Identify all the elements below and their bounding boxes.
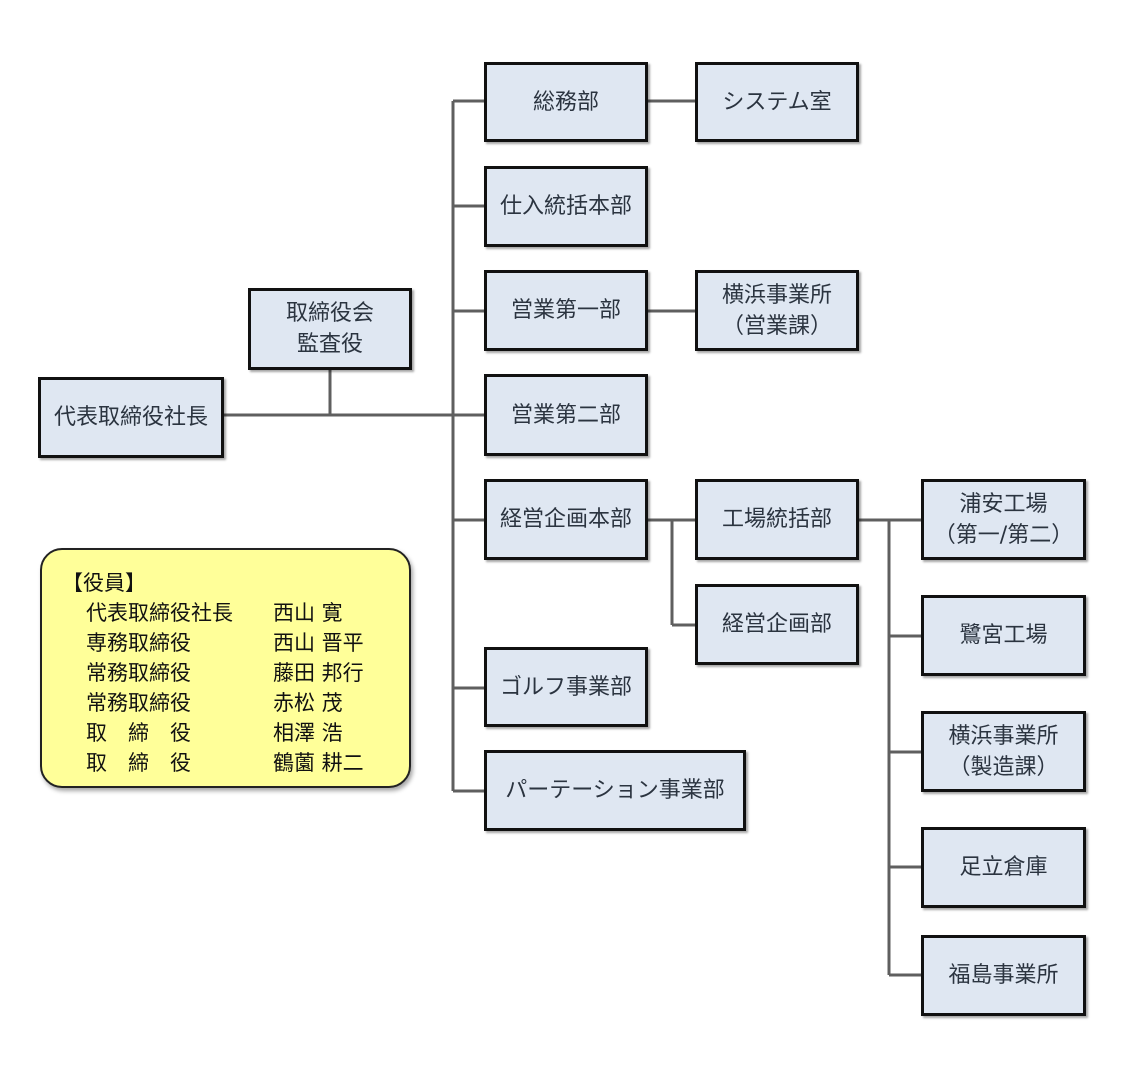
officer-row: 取 締 役 相澤 浩 bbox=[86, 718, 393, 748]
factory-control-label: 工場統括部 bbox=[721, 507, 832, 532]
management-planning-label: 経営企画部 bbox=[721, 612, 832, 637]
management-planning-hq-label: 経営企画本部 bbox=[499, 507, 632, 532]
urayasu-factory-line2: （第一/第二） bbox=[933, 522, 1074, 548]
officer-name: 赤松 茂 bbox=[273, 691, 343, 715]
yokohama-manufacturing-box: 横浜事業所 （製造課） bbox=[921, 711, 1086, 792]
officer-name: 鶴薗 耕二 bbox=[273, 751, 364, 775]
officer-row: 代表取締役社長 西山 寛 bbox=[86, 598, 393, 628]
system-room-box: システム室 bbox=[695, 62, 859, 142]
officer-row: 常務取締役 藤田 邦行 bbox=[86, 658, 393, 688]
adachi-warehouse-box: 足立倉庫 bbox=[921, 827, 1086, 908]
officer-role: 代表取締役社長 bbox=[86, 601, 233, 625]
fukushima-office-label: 福島事業所 bbox=[948, 963, 1059, 988]
officers-legend: 【役員】 代表取締役社長 西山 寛 専務取締役 西山 晋平 常務取締役 藤田 邦… bbox=[40, 548, 411, 788]
system-room-label: システム室 bbox=[722, 89, 832, 115]
management-planning-box: 経営企画部 bbox=[695, 584, 859, 665]
yokohama-manufacturing-line1: 横浜事業所 bbox=[948, 723, 1059, 749]
fukushima-office-box: 福島事業所 bbox=[921, 935, 1086, 1016]
urayasu-factory-line1: 浦安工場 bbox=[959, 491, 1048, 517]
yokohama-sales-line2: （営業課） bbox=[721, 313, 832, 339]
officer-role: 常務取締役 bbox=[86, 691, 191, 715]
officer-role: 取 締 役 bbox=[86, 751, 191, 775]
auditor-label: 監査役 bbox=[296, 332, 363, 357]
officer-role: 常務取締役 bbox=[86, 661, 191, 685]
officer-name: 相澤 浩 bbox=[273, 721, 343, 745]
officer-name: 西山 寛 bbox=[273, 601, 343, 625]
yokohama-sales-line1: 横浜事業所 bbox=[721, 282, 832, 308]
partition-division-label: パーテーション事業部 bbox=[505, 778, 725, 803]
officer-row: 常務取締役 赤松 茂 bbox=[86, 688, 393, 718]
officer-role: 取 締 役 bbox=[86, 721, 191, 745]
officer-role: 専務取締役 bbox=[86, 631, 191, 655]
officers-legend-title: 【役員】 bbox=[62, 571, 146, 595]
officer-name: 西山 晋平 bbox=[273, 631, 364, 655]
sales-1-box: 営業第一部 bbox=[484, 270, 648, 351]
urayasu-factory-box: 浦安工場 （第一/第二） bbox=[921, 479, 1086, 560]
saginomiya-factory-box: 鷺宮工場 bbox=[921, 595, 1086, 676]
president-box: 代表取締役社長 bbox=[38, 377, 224, 458]
saginomiya-factory-label: 鷺宮工場 bbox=[959, 623, 1048, 648]
purchasing-hq-label: 仕入統括本部 bbox=[499, 194, 632, 219]
golf-division-box: ゴルフ事業部 bbox=[484, 647, 648, 727]
purchasing-hq-box: 仕入統括本部 bbox=[484, 166, 648, 247]
officer-row: 専務取締役 西山 晋平 bbox=[86, 628, 393, 658]
management-planning-hq-box: 経営企画本部 bbox=[484, 479, 648, 560]
yokohama-sales-box: 横浜事業所 （営業課） bbox=[695, 270, 859, 351]
board-box: 取締役会 監査役 bbox=[248, 288, 412, 370]
sales-2-label: 営業第二部 bbox=[510, 402, 621, 428]
officers-list: 代表取締役社長 西山 寛 専務取締役 西山 晋平 常務取締役 藤田 邦行 常務取… bbox=[86, 598, 393, 778]
sales-2-box: 営業第二部 bbox=[484, 374, 648, 456]
officer-name: 藤田 邦行 bbox=[273, 661, 364, 685]
general-affairs-label: 総務部 bbox=[532, 89, 599, 115]
factory-control-box: 工場統括部 bbox=[695, 479, 859, 560]
partition-division-box: パーテーション事業部 bbox=[484, 750, 746, 831]
golf-division-label: ゴルフ事業部 bbox=[499, 674, 632, 700]
officer-row: 取 締 役 鶴薗 耕二 bbox=[86, 748, 393, 778]
adachi-warehouse-label: 足立倉庫 bbox=[959, 855, 1048, 880]
general-affairs-box: 総務部 bbox=[484, 62, 648, 142]
board-label: 取締役会 bbox=[285, 301, 374, 326]
yokohama-manufacturing-line2: （製造課） bbox=[948, 754, 1059, 780]
president-label: 代表取締役社長 bbox=[53, 405, 208, 430]
sales-1-label: 営業第一部 bbox=[510, 298, 621, 323]
